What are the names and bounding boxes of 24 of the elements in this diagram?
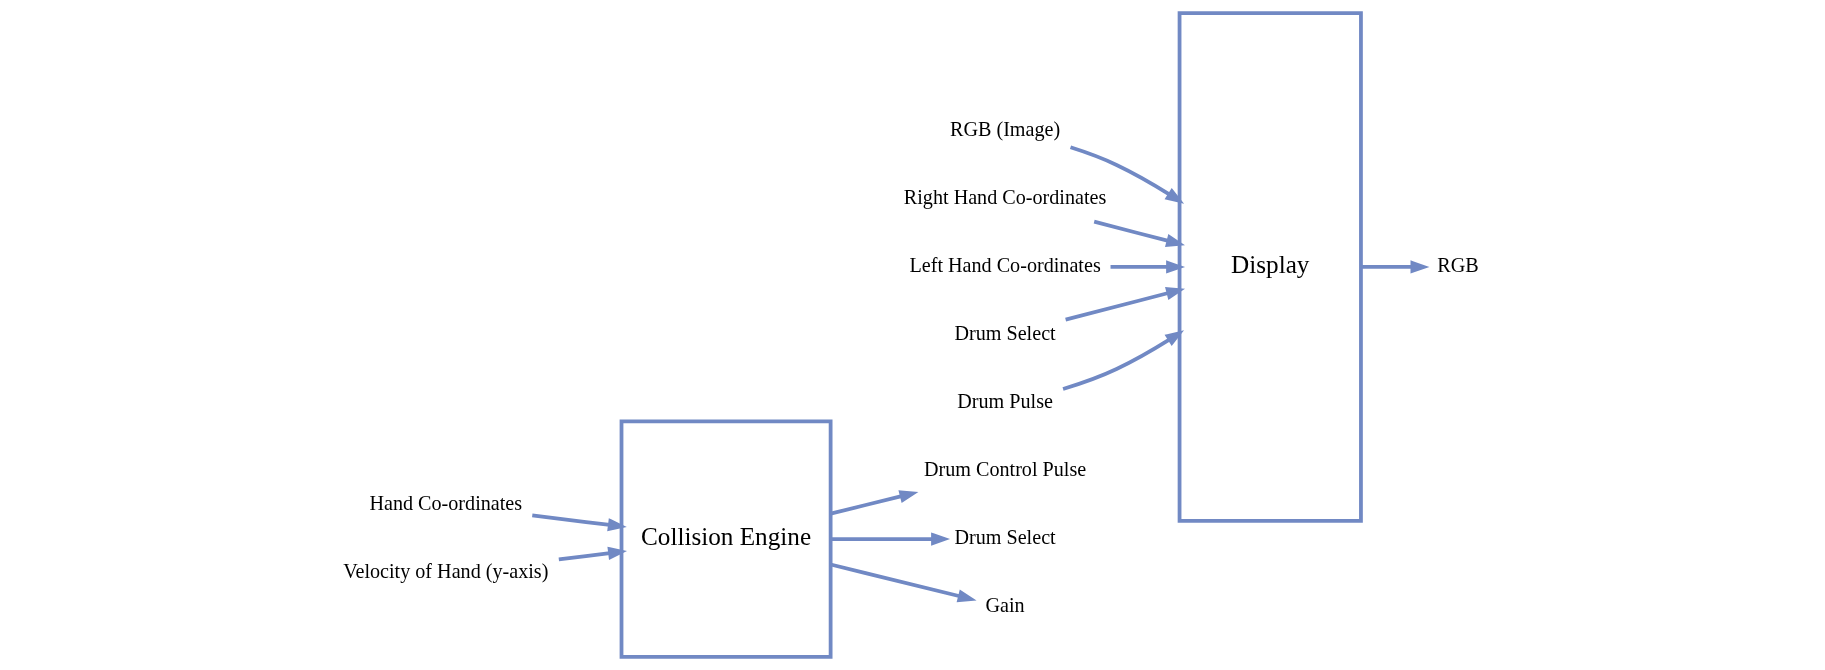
arrow xyxy=(1093,219,1185,247)
arrow xyxy=(830,532,951,546)
node-text: Velocity of Hand (y-axis) xyxy=(343,559,549,582)
node-text: Drum Select xyxy=(954,525,1056,548)
node-text: Drum Select xyxy=(954,321,1056,344)
arrow xyxy=(1361,260,1430,274)
arrow xyxy=(1069,145,1185,204)
node-text: RGB xyxy=(1437,253,1479,276)
arrow xyxy=(1110,260,1186,274)
node-text: Hand Co-ordinates xyxy=(369,491,523,514)
node-text: RGB (Image) xyxy=(949,117,1061,140)
node-text: Left Hand Co-ordinates xyxy=(909,253,1101,276)
arrow xyxy=(558,546,627,562)
arrow xyxy=(830,490,919,516)
node-box: Display xyxy=(1177,11,1363,523)
arrow xyxy=(532,513,627,532)
arrow xyxy=(1062,330,1185,391)
node-text: Gain xyxy=(985,593,1025,616)
node-text: Drum Pulse xyxy=(957,389,1053,412)
node-text: Drum Control Pulse xyxy=(923,457,1087,480)
node-text: Right Hand Co-ordinates xyxy=(903,185,1107,208)
node-box: Collision Engine xyxy=(619,419,833,659)
arrow xyxy=(830,562,977,603)
arrow xyxy=(1065,287,1186,322)
